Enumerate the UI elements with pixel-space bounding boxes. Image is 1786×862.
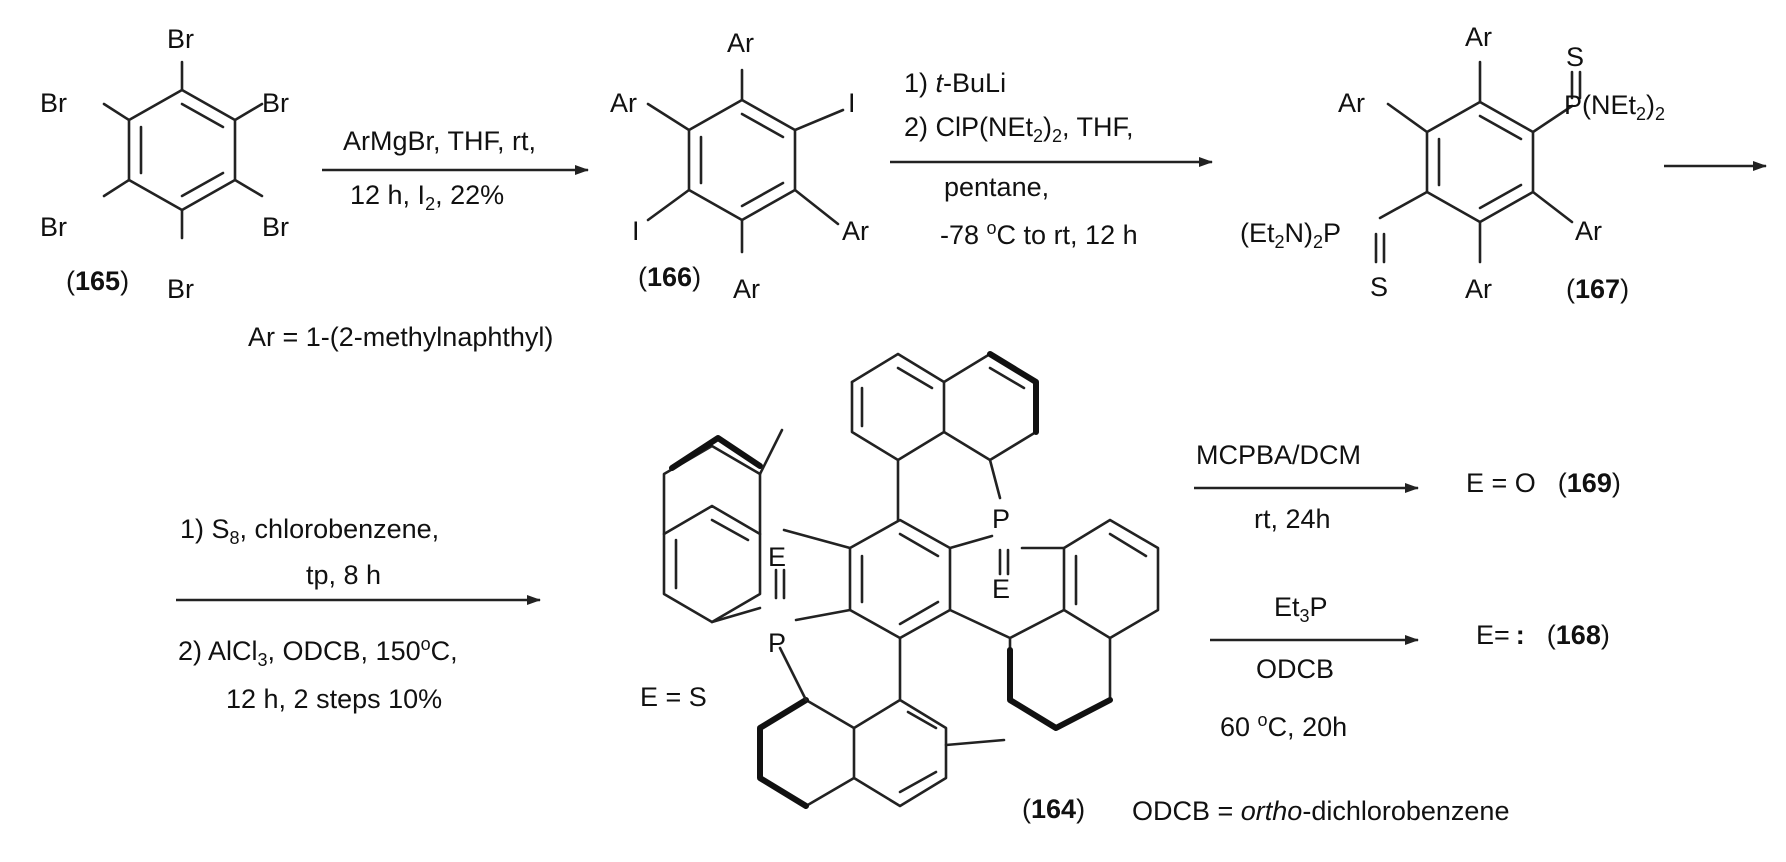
s-top: S xyxy=(1566,42,1584,72)
step4-bottom: rt, 24h xyxy=(1254,504,1331,534)
product-169: E = O(169) xyxy=(1466,468,1621,498)
step3-line4: 12 h, 2 steps 10% xyxy=(226,684,442,714)
e-equals-s: E = S xyxy=(640,682,707,712)
ar-right: Ar xyxy=(842,216,869,246)
step5-top: Et3P xyxy=(1274,592,1328,626)
ar-top: Ar xyxy=(727,28,754,58)
ar-right: Ar xyxy=(1575,216,1602,246)
s-bottom: S xyxy=(1370,272,1388,302)
ar-top: Ar xyxy=(1465,22,1492,52)
step4-top: MCPBA/DCM xyxy=(1196,440,1361,470)
step1-conditions-top: ArMgBr, THF, rt, xyxy=(343,126,536,156)
step2-line4: -78 oC to rt, 12 h xyxy=(940,218,1138,250)
compound-165-label: (165) xyxy=(66,266,129,296)
e-right: E xyxy=(992,574,1010,604)
i-left: I xyxy=(632,216,640,246)
ar-bottom: Ar xyxy=(1465,274,1492,304)
step1-conditions-bottom: 12 h, I2, 22% xyxy=(350,180,504,214)
e-left: E xyxy=(768,542,786,572)
p-left: P xyxy=(768,628,786,658)
step2-line3: pentane, xyxy=(944,172,1049,202)
compound-166-label: (166) xyxy=(638,262,701,292)
br-left: Br xyxy=(40,88,67,118)
br-right: Br xyxy=(262,88,289,118)
step2-line1: 1) t-BuLi xyxy=(904,68,1006,98)
br-top: Br xyxy=(167,24,194,54)
product-168: E=:(168) xyxy=(1476,620,1610,650)
step3-line3: 2) AlCl3, ODCB, 150oC, xyxy=(178,634,458,670)
ar-left: Ar xyxy=(1338,88,1365,118)
br-bottom: Br xyxy=(167,274,194,304)
step5-middle: ODCB xyxy=(1256,654,1334,684)
compound-165-structure xyxy=(102,60,264,240)
step3-line1: 1) S8, chlorobenzene, xyxy=(180,514,439,548)
compound-167-structure xyxy=(1374,60,1582,264)
i-right: I xyxy=(848,88,856,118)
p-group-left: (Et2N)2P xyxy=(1240,218,1341,252)
ar-left: Ar xyxy=(610,88,637,118)
compound-164-structure xyxy=(662,351,1160,809)
compound-166-structure xyxy=(646,68,845,254)
step5-bottom: 60 oC, 20h xyxy=(1220,710,1347,742)
br-lowleft: Br xyxy=(40,212,67,242)
step2-line2: 2) ClP(NEt2)2, THF, xyxy=(904,112,1134,146)
p-group-right: P(NEt2)2 xyxy=(1564,90,1665,124)
br-lowright: Br xyxy=(262,212,289,242)
step3-line2: tp, 8 h xyxy=(306,560,381,590)
p-right: P xyxy=(992,504,1010,534)
odcb-definition: ODCB = ortho-dichlorobenzene xyxy=(1132,796,1509,826)
ar-bottom: Ar xyxy=(733,274,760,304)
ar-definition: Ar = 1-(2-methylnaphthyl) xyxy=(248,322,553,352)
compound-164-label: (164) xyxy=(1022,794,1085,824)
compound-167-label: (167) xyxy=(1566,274,1629,304)
